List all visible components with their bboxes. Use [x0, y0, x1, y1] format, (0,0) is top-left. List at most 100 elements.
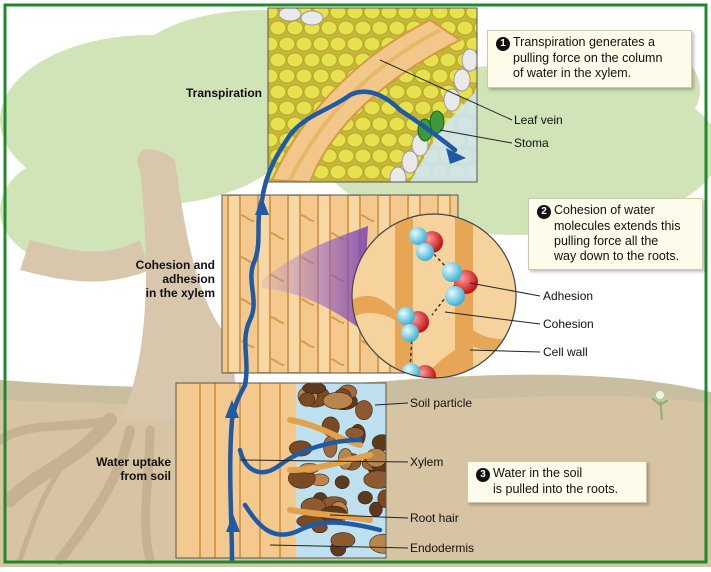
note-line: Water in the soil: [493, 466, 583, 480]
stage-cohesion-label: Cohesion and adhesion in the xylem: [110, 258, 215, 300]
soil-particle: [334, 475, 350, 489]
mesophyll-cell: [278, 68, 296, 84]
mesophyll-cell: [337, 52, 355, 68]
mesophyll-cell: [380, 8, 398, 20]
mesophyll-cell: [354, 148, 372, 164]
mesophyll-cell: [363, 132, 381, 148]
pit-connection: [269, 358, 285, 366]
mesophyll-cell: [312, 36, 330, 52]
mesophyll-cell: [303, 52, 321, 68]
pit-connection: [269, 316, 285, 324]
mesophyll-cell: [422, 84, 440, 100]
note-line: Cohesion of water: [554, 203, 655, 217]
mesophyll-cell: [465, 8, 477, 20]
mesophyll-cell: [268, 68, 279, 84]
soil-particle: [355, 400, 373, 421]
stage-cohesion-line: adhesion: [162, 272, 215, 286]
mesophyll-cell: [268, 36, 279, 52]
mesophyll-cell: [363, 100, 381, 116]
mesophyll-cell: [320, 20, 338, 36]
note-number-badge: 3: [476, 468, 490, 482]
mesophyll-cell: [337, 20, 355, 36]
soil-particle: [299, 392, 316, 407]
mesophyll-cell: [286, 84, 304, 100]
soil-particle: [323, 435, 338, 458]
mesophyll-cell: [388, 84, 406, 100]
stage-uptake-line: from soil: [120, 469, 171, 483]
note-line: molecules extends this: [554, 219, 681, 233]
magnify-cone: [262, 226, 368, 330]
mesophyll-cell: [268, 132, 279, 148]
pit-connection: [299, 340, 315, 348]
mesophyll-cell: [329, 164, 347, 180]
water-flow-arrows: [227, 89, 458, 563]
mesophyll-cell: [295, 68, 313, 84]
mesophyll-cell: [439, 52, 457, 68]
tree-roots: [0, 413, 155, 565]
stage-uptake-line: Water uptake: [96, 455, 171, 469]
label-xylem: Xylem: [410, 455, 444, 469]
pit-connection: [329, 358, 345, 366]
soil-particle: [330, 532, 356, 549]
mesophyll-cell: [431, 68, 449, 84]
mesophyll-cell: [295, 100, 313, 116]
pit-connection: [239, 214, 255, 222]
note-number-badge: 1: [496, 37, 510, 51]
mesophyll-cell: [346, 8, 364, 20]
soil-particle: [377, 489, 386, 509]
soil-particle: [369, 533, 386, 554]
mesophyll-cell: [337, 148, 355, 164]
stage-transpiration-text: Transpiration: [185, 86, 262, 100]
note-number-badge: 2: [537, 205, 551, 219]
outer-border: [3, 3, 708, 564]
mesophyll-cell: [363, 164, 381, 180]
pit-connection: [359, 214, 375, 222]
mesophyll-cell: [278, 100, 296, 116]
mesophyll-cell: [329, 36, 347, 52]
pit-connection: [299, 214, 315, 222]
soil-particle: [302, 383, 327, 394]
label-soil-particle: Soil particle: [410, 396, 473, 410]
mesophyll-cell: [346, 164, 364, 180]
note-line: way down to the roots.: [554, 249, 680, 263]
pit-connection: [299, 298, 315, 306]
mesophyll-cell: [354, 20, 372, 36]
label-adhesion: Adhesion: [543, 289, 594, 303]
circle-outline: [351, 213, 517, 379]
note-line: of water in the xylem.: [513, 66, 632, 80]
mesophyll-cell: [456, 20, 474, 36]
mesophyll-cell: [414, 100, 432, 116]
mesophyll-cell: [269, 20, 287, 36]
mesophyll-cell: [388, 20, 406, 36]
soil-particle: [322, 392, 353, 410]
mesophyll-cell: [312, 68, 330, 84]
root-soil-section: [176, 383, 386, 558]
mesophyll-cell: [268, 8, 279, 20]
note-line: is pulled into the roots.: [493, 482, 619, 496]
mesophyll-cell: [380, 132, 398, 148]
stage-transpiration-label: Transpiration: [150, 86, 262, 100]
label-leaf-vein: Leaf vein: [514, 113, 563, 127]
label-stoma: Stoma: [514, 136, 549, 150]
label-cohesion: Cohesion: [543, 317, 594, 331]
soil-particle: [363, 470, 386, 489]
arrow-heads: [225, 148, 466, 532]
stage-cohesion-line: Cohesion and: [135, 258, 215, 272]
note-line: pulling force all the: [554, 234, 659, 248]
mesophyll-cell: [397, 8, 415, 20]
stage-cohesion-line: in the xylem: [145, 286, 215, 300]
leader-lines: [239, 59, 541, 549]
label-root-hair: Root hair: [410, 511, 459, 525]
label-endodermis: Endodermis: [410, 541, 475, 555]
mesophyll-cell: [363, 36, 381, 52]
mesophyll-cell: [286, 52, 304, 68]
mesophyll-cell: [303, 84, 321, 100]
note-line: pulling force on the column: [513, 51, 663, 65]
mesophyll-cell: [431, 8, 449, 20]
tree-trunk: [120, 149, 240, 420]
